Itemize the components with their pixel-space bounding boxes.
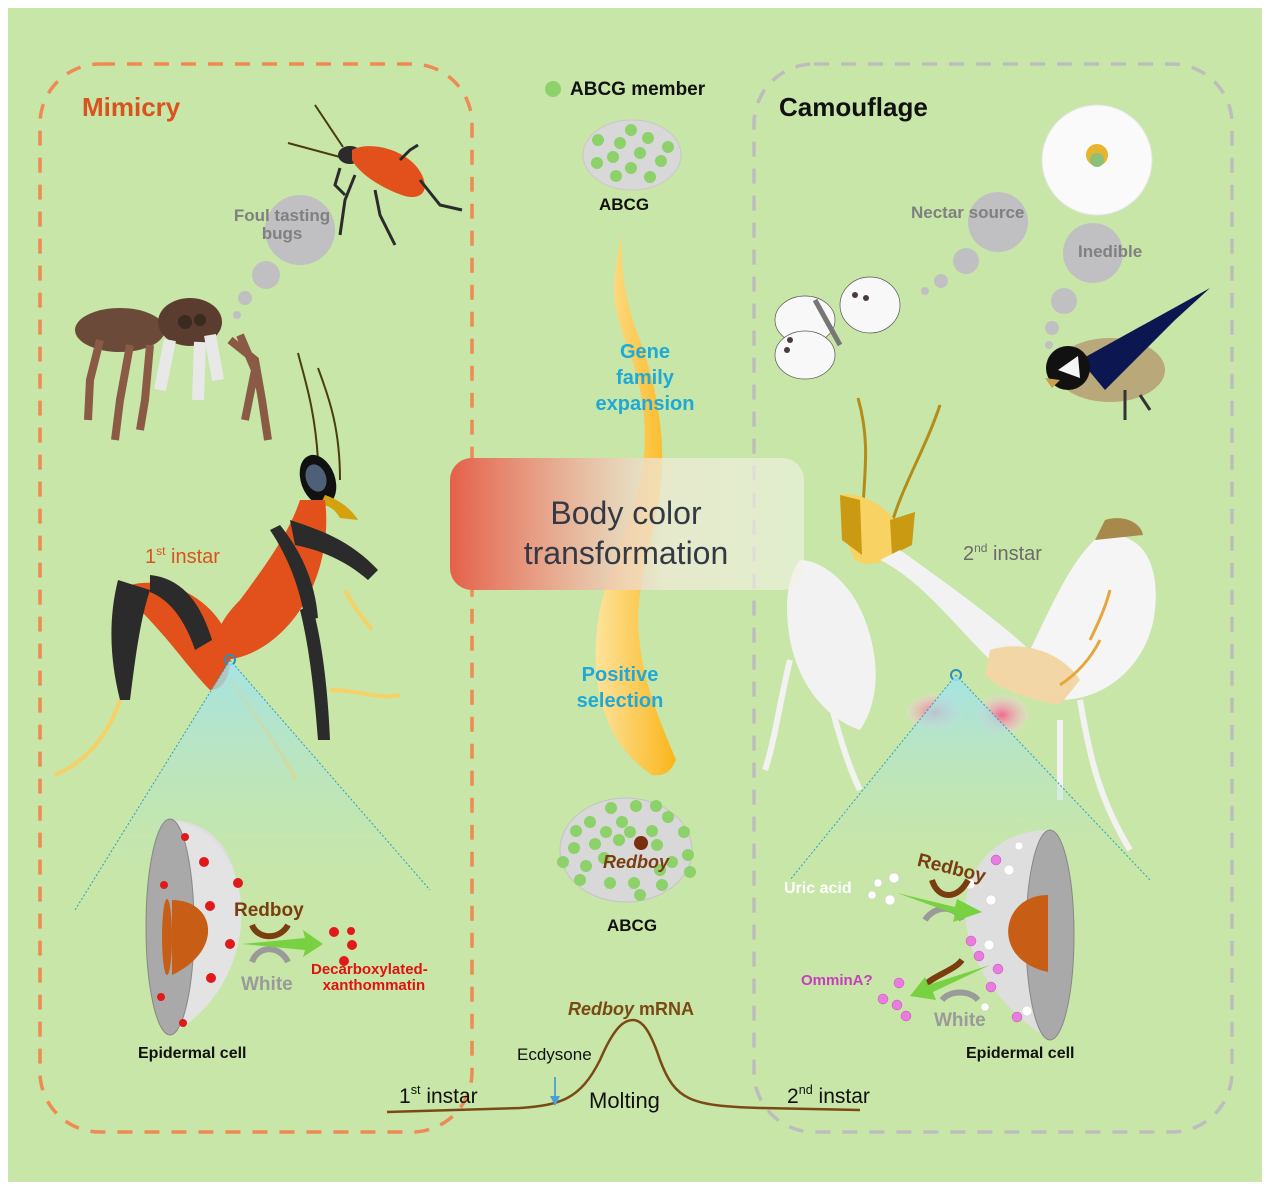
white-flower-illustration [1041,104,1153,216]
assassin-bug-illustration [287,104,463,246]
nectar-source-label: Nectar source [911,203,1025,222]
camouflage-white-label: White [934,1010,986,1031]
abcg-bottom-label: ABCG [607,916,658,935]
mimicry-epidermal-cell [145,818,357,1036]
body-color-banner [450,458,804,590]
camouflage-zoom-cone [790,675,1150,880]
mimicry-title: Mimicry [82,92,181,122]
jumping-spider-illustration [75,298,272,441]
positive-selection-label: Positive selection [576,664,664,712]
thought-bubbles-mimicry [233,195,335,319]
butterfly-illustration [774,276,901,380]
ecdysone-arrowhead [550,1096,560,1106]
orange-mantis-illustration [54,352,401,781]
second-instar-label: 2nd instar [963,541,1042,565]
legend-abcg-dot [545,81,561,97]
great-tit-bird-illustration [1045,288,1210,420]
thought-bubbles-camouflage [921,192,1123,349]
mimicry-white-label: White [241,974,293,995]
mimicry-redboy-label: Redboy [234,900,304,921]
ommina-label: OmminA? [801,972,873,989]
timeline-second-instar-label: 2nd instar [787,1083,870,1108]
gene-family-expansion-label: Gene family expansion [595,341,695,415]
first-instar-label: 1st instar [145,544,220,568]
abcg-top-label: ABCG [599,195,650,214]
redboy-in-abcg-label: Redboy [603,852,670,872]
body-color-transformation-label: Body color transformation [523,495,729,571]
abcg-cluster-bottom [557,797,696,903]
camouflage-panel-border [752,62,1234,1134]
inedible-label: Inedible [1078,242,1143,261]
mimicry-panel-border [38,62,474,1134]
abcg-cluster-top [582,119,682,191]
camouflage-epidermal-cell [867,829,1075,1041]
decarboxylated-xanthommatin-label: Decarboxylated- xanthommatin [311,961,428,994]
legend-label: ABCG member [570,79,706,100]
foul-tasting-bugs-label: Foul tasting bugs [233,206,331,243]
camouflage-epidermal-cell-label: Epidermal cell [966,1045,1075,1062]
timeline-first-instar-label: 1st instar [399,1083,478,1108]
camouflage-title: Camouflage [779,92,928,122]
redboy-mrna-label: Redboy mRNA [568,999,695,1019]
mimicry-epidermal-cell-label: Epidermal cell [138,1045,247,1062]
uric-acid-label: Uric acid [784,880,852,897]
redboy-mrna-curve [386,1018,861,1114]
ecdysone-label: Ecdysone [517,1045,592,1064]
molting-label: Molting [589,1088,660,1113]
